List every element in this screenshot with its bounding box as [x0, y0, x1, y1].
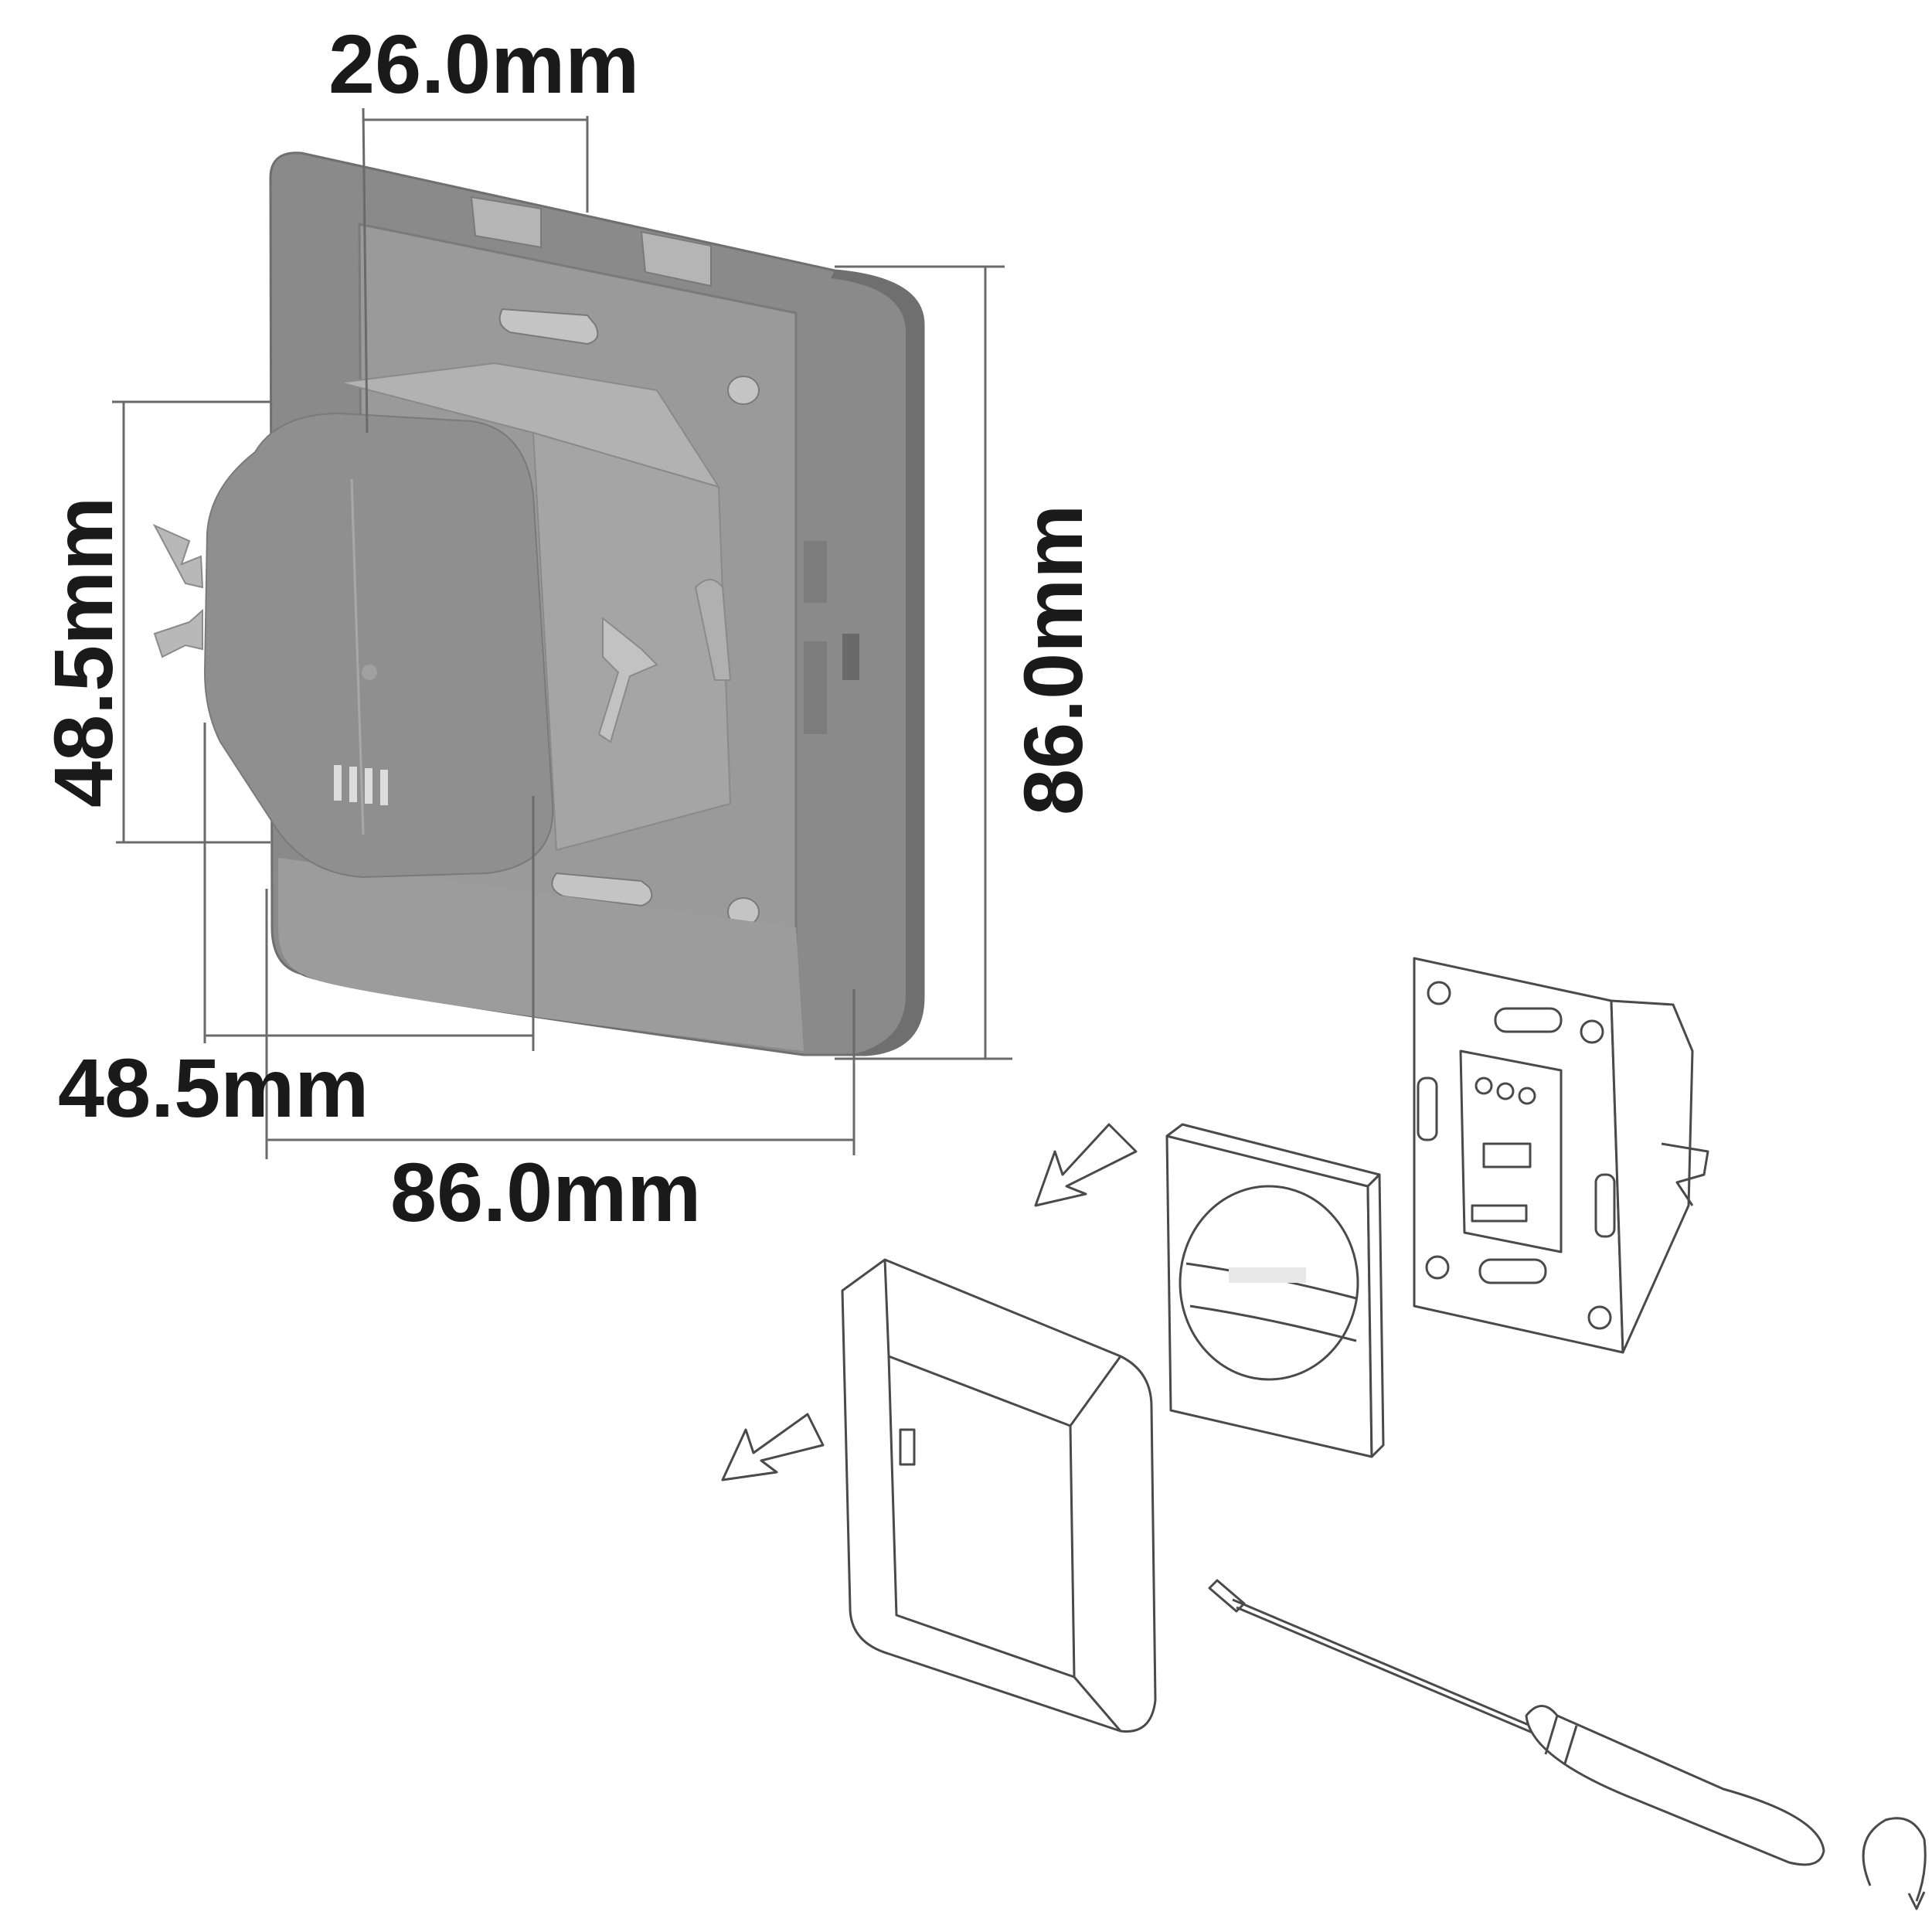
dim-module-height-label: 48.5mm — [36, 497, 130, 808]
dim-module-width-label: 48.5mm — [58, 1041, 369, 1134]
sensor-module — [152, 362, 732, 879]
dimensioned-sensor-view: 26.0mm 48.5mm 86.0mm 48.5mm 86.0mm — [36, 17, 1100, 1239]
dim-frame-width-label: 86.0mm — [390, 1145, 701, 1239]
sensor-cover — [1165, 1123, 1385, 1458]
arrow-down-left-icon — [1034, 1123, 1138, 1207]
dim-depth-top-label: 26.0mm — [328, 17, 639, 111]
rotate-arrow-icon — [1862, 1817, 1927, 1910]
dimension-lines — [112, 107, 1012, 1159]
screwdriver — [1208, 1579, 1825, 1866]
mounting-insert — [1413, 957, 1709, 1354]
outer-frame — [841, 1258, 1157, 1733]
dim-frame-height-label: 86.0mm — [1006, 505, 1100, 815]
exploded-assembly-view — [721, 957, 1927, 1910]
arrow-down-left-icon — [721, 1413, 825, 1481]
